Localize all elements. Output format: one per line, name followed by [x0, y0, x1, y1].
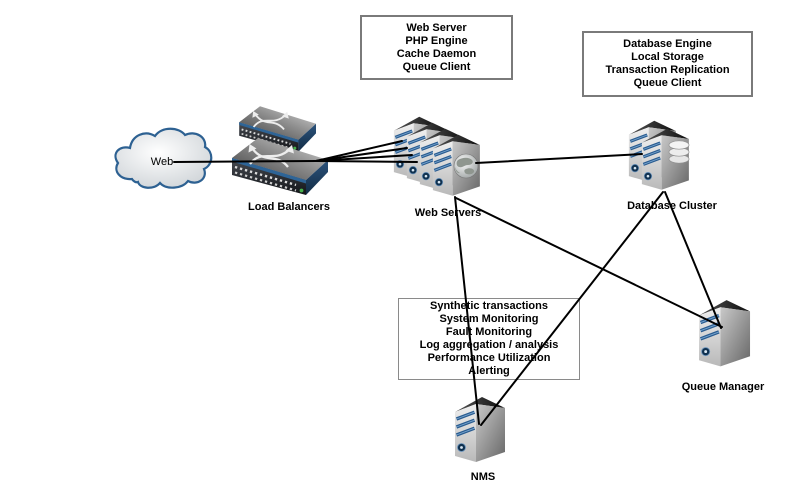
- edge-database-cluster-queue-manager: [664, 191, 722, 329]
- note-monitoring-stack: Synthetic transactions System Monitoring…: [398, 298, 580, 380]
- note-line: Log aggregation / analysis: [419, 339, 559, 351]
- edge-web-servers-nms: [454, 196, 480, 425]
- note-line: Queue Client: [402, 60, 471, 73]
- edge-load-balancers-web-servers-1: [315, 140, 403, 162]
- edge-load-balancers-web-servers-2: [315, 147, 408, 162]
- note-line: Database Engine: [623, 38, 712, 50]
- note-line: PHP Engine: [405, 34, 468, 47]
- edge-web-servers-database-cluster: [475, 153, 643, 164]
- globe-icon: [453, 153, 479, 179]
- nms-icon: [453, 395, 507, 464]
- note-web-server-stack: Web Server PHP Engine Cache Daemon Queue…: [360, 15, 513, 80]
- database-cluster-icon: [627, 119, 691, 192]
- label-web-cloud: Web: [150, 156, 174, 168]
- label-queue-manager: Queue Manager: [681, 381, 765, 393]
- queue-manager-icon: [697, 298, 752, 369]
- note-line: Web Server: [406, 21, 467, 34]
- switch-front: [230, 136, 330, 197]
- note-line: Performance Utilization: [427, 352, 551, 364]
- load-balancers-icon: [230, 105, 330, 197]
- edges: [173, 140, 723, 426]
- label-load-balancers: Load Balancers: [248, 201, 330, 213]
- note-line: Queue Client: [633, 77, 702, 89]
- edge-database-cluster-nms: [480, 191, 664, 426]
- disk-stack-icon: [668, 140, 690, 164]
- note-line: Synthetic transactions: [430, 300, 548, 312]
- edge-cloud-load-balancers: [173, 160, 317, 163]
- edge-web-servers-queue-manager: [455, 197, 723, 328]
- label-nms: NMS: [470, 471, 496, 483]
- cloud-icon: [114, 127, 213, 189]
- note-line: System Monitoring: [439, 313, 539, 325]
- note-database-stack: Database Engine Local Storage Transactio…: [582, 31, 753, 97]
- note-line: Alerting: [468, 365, 510, 377]
- note-line: Fault Monitoring: [445, 326, 533, 338]
- edge-load-balancers-web-servers-4: [315, 160, 418, 163]
- note-line: Cache Daemon: [396, 47, 477, 60]
- edge-load-balancers-web-servers-3: [315, 154, 413, 162]
- label-web-servers: Web Servers: [414, 207, 482, 219]
- note-line: Local Storage: [631, 51, 704, 63]
- note-line: Transaction Replication: [605, 64, 730, 76]
- web-servers-icon: [392, 115, 482, 198]
